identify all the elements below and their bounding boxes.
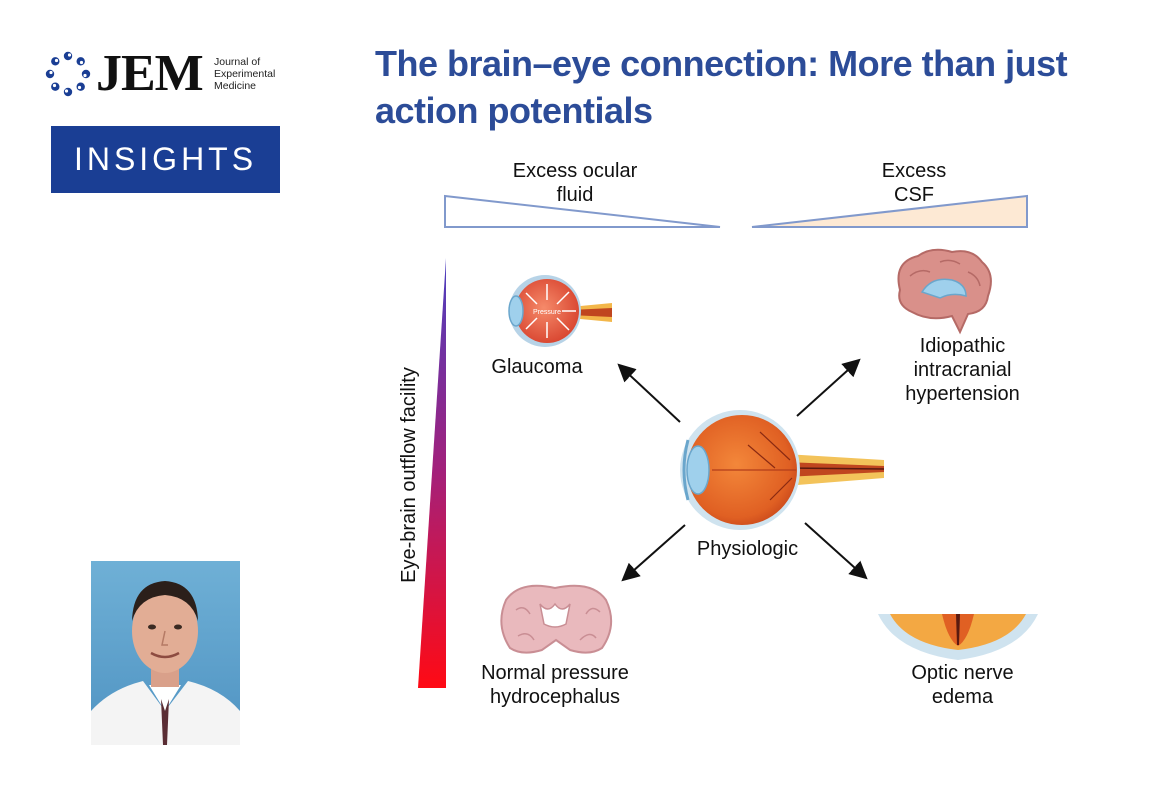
- ocular-fluid-label: Excess ocular fluid: [512, 160, 638, 206]
- arrow-to-iih: [796, 358, 861, 417]
- arrow-to-nph: [621, 524, 686, 582]
- page-title: The brain–eye connection: More than just…: [375, 43, 1068, 131]
- arrow-to-optic-edema: [804, 522, 868, 580]
- nph-label: Normal pressure hydrocephalus: [481, 662, 629, 708]
- jem-logo: JEM Journal of Experimental Medicine: [44, 42, 284, 106]
- brain-coronal-icon: [500, 584, 613, 654]
- pressure-text: Pressure: [533, 309, 561, 316]
- author-photo: [91, 561, 240, 745]
- outflow-gradient-wedge: [418, 258, 446, 688]
- optic-edema-label: Optic nerve edema: [911, 662, 1014, 708]
- central-eye-icon: [680, 410, 885, 530]
- csf-wedge: [751, 194, 1028, 228]
- logo-ring-icon: [45, 51, 91, 97]
- ocular-fluid-wedge: [444, 194, 721, 228]
- iih-label: Idiopathic intracranial hypertension: [905, 335, 1020, 405]
- physiologic-label: Physiologic: [696, 538, 799, 560]
- vertical-axis-label: Eye-brain outflow facility: [398, 367, 420, 583]
- section-badge: INSIGHTS: [51, 126, 280, 193]
- logo-subtitle: Journal of Experimental Medicine: [214, 56, 276, 92]
- arrow-to-glaucoma: [617, 363, 681, 423]
- optic-nerve-edema-icon: [878, 614, 1038, 660]
- glaucoma-label: Glaucoma: [491, 356, 583, 378]
- glaucoma-eye-icon: Pressure: [508, 275, 612, 347]
- logo-wordmark: JEM: [96, 45, 204, 102]
- csf-label: Excess CSF: [881, 160, 947, 206]
- brain-sagittal-icon: [897, 248, 992, 335]
